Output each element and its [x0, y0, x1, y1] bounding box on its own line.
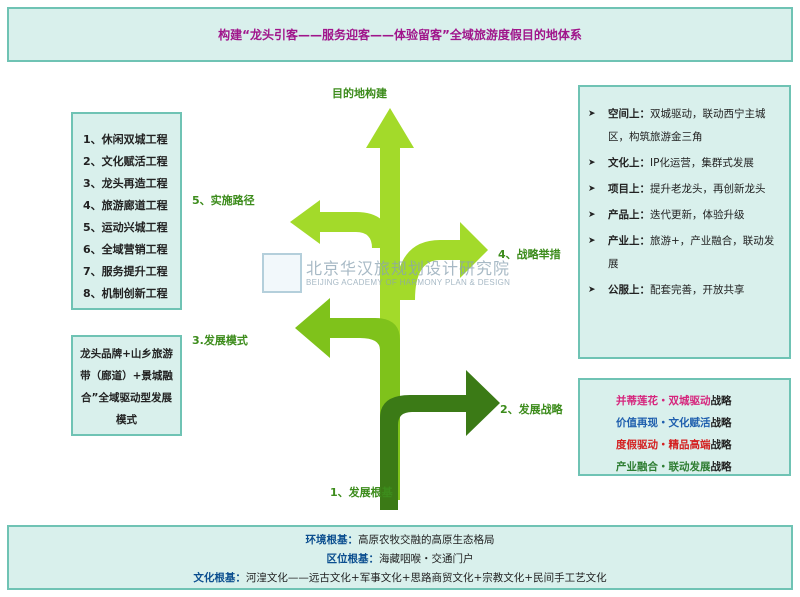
arrow-development-mode — [295, 298, 400, 500]
arrow-bullet-icon: ➤ — [588, 285, 596, 295]
measure-text: 迭代更新，体验升级 — [650, 209, 745, 221]
project-item: 6、全域营销工程 — [83, 243, 168, 256]
strategy-panel: 并蒂莲花・双城驱动战略 价值再现・文化赋活战略 度假驱动・精品高端战略 产业融合… — [578, 378, 791, 476]
foundation-row: 文化根基：河湟文化——远古文化+军事文化+思路商贸文化+宗教文化+民间手工艺文化 — [9, 569, 791, 588]
strategy-suffix: 战略 — [710, 395, 732, 407]
measure-item: ➤ 文化上：IP化运营，集群式发展 — [588, 152, 783, 175]
measure-label: 公服上： — [608, 284, 650, 296]
foundation-text: 高原农牧交融的高原生态格局 — [358, 534, 495, 546]
measure-label: 文化上： — [608, 157, 650, 169]
strategy-highlight: 并蒂莲花・双城驱动 — [616, 395, 711, 407]
caption-development-strategy: 2、发展战略 — [500, 403, 563, 416]
foundation-row: 区位根基：海藏咽喉・交通门户 — [9, 550, 791, 569]
measure-label: 产业上： — [608, 235, 650, 247]
strategy-suffix: 战略 — [710, 439, 732, 451]
foundation-label: 区位根基： — [326, 553, 380, 565]
projects-list: 1、休闲双城工程 2、文化赋活工程 3、龙头再造工程 4、旅游廊道工程 5、运动… — [83, 129, 180, 305]
measures-panel: ➤ 空间上：双城驱动，联动西宁主城区，构筑旅游金三角 ➤ 文化上：IP化运营，集… — [578, 85, 791, 359]
measure-label: 项目上： — [608, 183, 650, 195]
arrow-bullet-icon: ➤ — [588, 158, 596, 168]
measure-item: ➤ 产品上：迭代更新，体验升级 — [588, 204, 783, 227]
project-item: 3、龙头再造工程 — [83, 177, 168, 190]
foundation-label: 文化根基： — [193, 572, 246, 584]
development-mode-panel: 龙头品牌+山乡旅游带（廊道）+景城融合”全域驱动型发展模式 — [71, 335, 182, 436]
caption-development-mode: 3.发展模式 — [192, 334, 248, 347]
foundation-label: 环境根基： — [305, 534, 359, 546]
foundation-row: 环境根基：高原农牧交融的高原生态格局 — [9, 531, 791, 550]
academy-logo-icon — [262, 253, 302, 293]
caption-implementation-path: 5、实施路径 — [192, 194, 255, 207]
project-item: 1、休闲双城工程 — [83, 133, 168, 146]
arrow-bullet-icon: ➤ — [588, 236, 596, 246]
title-banner: 构建“龙头引客——服务迎客——体验留客”全域旅游度假目的地体系 — [7, 7, 793, 62]
arrow-bullet-icon: ➤ — [588, 210, 596, 220]
foundation-text: 河湟文化——远古文化+军事文化+思路商贸文化+宗教文化+民间手工艺文化 — [245, 572, 607, 584]
project-item: 7、服务提升工程 — [83, 265, 168, 278]
page-title: 构建“龙头引客——服务迎客——体验留客”全域旅游度假目的地体系 — [218, 28, 582, 42]
measure-label: 产品上： — [608, 209, 650, 221]
measure-text: 提升老龙头，再创新龙头 — [650, 183, 766, 195]
strategy-highlight: 价值再现・文化赋活 — [616, 417, 711, 429]
arrow-bullet-icon: ➤ — [588, 184, 596, 194]
caption-strategic-measures: 4、战略举措 — [498, 248, 561, 261]
watermark-cn: 北京华汉旅规划设计研究院 — [306, 259, 511, 278]
measure-text: IP化运营，集群式发展 — [650, 157, 754, 169]
strategy-item: 度假驱动・精品高端战略 — [616, 434, 789, 456]
foundation-text: 海藏咽喉・交通门户 — [379, 553, 474, 565]
project-item: 4、旅游廊道工程 — [83, 199, 168, 212]
measure-text: 旅游+，产业融合，联动发展 — [608, 235, 775, 270]
watermark-en: BEIJING ACADEMY OF HARMONY PLAN & DESIGN — [306, 278, 511, 287]
project-item: 5、运动兴城工程 — [83, 221, 168, 234]
arrow-destination — [366, 108, 414, 500]
caption-development-foundation: 1、发展根基 — [330, 486, 393, 499]
project-item: 2、文化赋活工程 — [83, 155, 168, 168]
strategy-item: 价值再现・文化赋活战略 — [616, 412, 789, 434]
project-item: 8、机制创新工程 — [83, 287, 168, 300]
strategy-item: 产业融合・联动发展战略 — [616, 456, 789, 478]
measure-label: 空间上： — [608, 108, 650, 120]
arrow-strategic-measures — [395, 222, 488, 300]
measure-text: 配套完善，开放共享 — [650, 284, 745, 296]
measure-item: ➤ 项目上：提升老龙头，再创新龙头 — [588, 178, 783, 201]
strategy-highlight: 度假驱动・精品高端 — [616, 439, 711, 451]
projects-panel: 1、休闲双城工程 2、文化赋活工程 3、龙头再造工程 4、旅游廊道工程 5、运动… — [71, 112, 182, 310]
watermark: 北京华汉旅规划设计研究院 BEIJING ACADEMY OF HARMONY … — [262, 253, 522, 299]
arrow-implementation-path — [290, 200, 392, 248]
arrow-bullet-icon: ➤ — [588, 109, 596, 119]
strategy-suffix: 战略 — [710, 461, 732, 473]
arrow-development-strategy — [380, 370, 500, 510]
strategy-suffix: 战略 — [710, 417, 732, 429]
strategy-item: 并蒂莲花・双城驱动战略 — [616, 390, 789, 412]
strategy-highlight: 产业融合・联动发展 — [616, 461, 711, 473]
measure-item: ➤ 产业上：旅游+，产业融合，联动发展 — [588, 230, 783, 276]
measure-item: ➤ 空间上：双城驱动，联动西宁主城区，构筑旅游金三角 — [588, 103, 783, 149]
caption-destination: 目的地构建 — [332, 87, 387, 100]
measure-text: 双城驱动，联动西宁主城区，构筑旅游金三角 — [608, 108, 766, 143]
foundation-panel: 环境根基：高原农牧交融的高原生态格局 区位根基：海藏咽喉・交通门户 文化根基：河… — [7, 525, 793, 590]
development-mode-text: 龙头品牌+山乡旅游带（廊道）+景城融合”全域驱动型发展模式 — [80, 348, 173, 426]
measure-item: ➤ 公服上：配套完善，开放共享 — [588, 279, 783, 302]
